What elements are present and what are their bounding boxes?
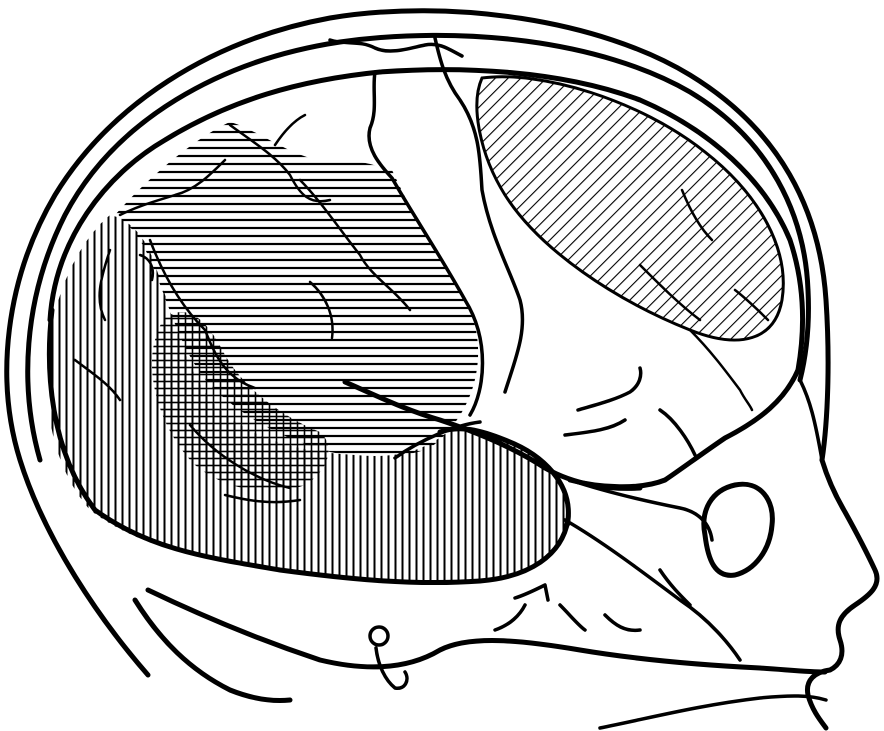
frontal-gyrus-4	[690, 330, 752, 410]
eye-socket	[704, 484, 773, 575]
face-profile	[807, 460, 877, 728]
jaw-line	[148, 590, 825, 672]
nose-bridge	[800, 380, 822, 460]
frontal-region	[477, 77, 783, 340]
bone-mark-1	[515, 585, 548, 600]
gyrus-line-2	[275, 115, 305, 145]
bone-mark-2	[495, 605, 525, 630]
frontal-gyrus-6	[565, 420, 625, 435]
cheek-line	[565, 520, 740, 660]
frontal-gyrus-7	[660, 410, 695, 455]
lower-neck	[600, 696, 826, 728]
frontal-gyrus-5	[578, 368, 641, 410]
ear-canal-icon	[370, 627, 388, 645]
bone-mark-3	[560, 605, 585, 630]
bone-mark-4	[605, 615, 640, 630]
neck-line	[135, 600, 290, 701]
suture-top	[330, 40, 462, 56]
